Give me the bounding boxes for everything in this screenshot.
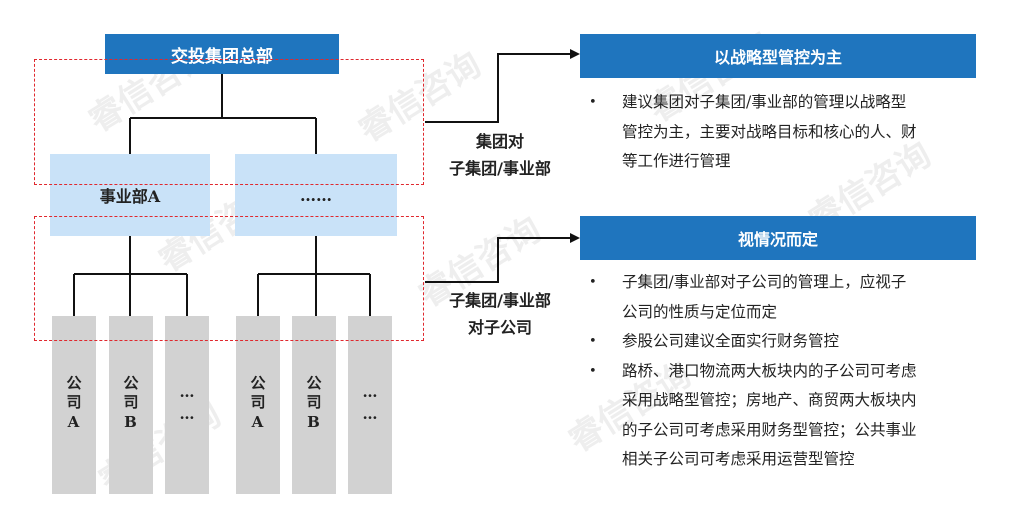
bullet-line: 公司的性质与定位而定 — [622, 302, 778, 321]
bullet-dot-icon: • — [589, 334, 597, 349]
subsidiary-label: 公司B — [121, 375, 140, 435]
division-label: …… — [300, 185, 332, 205]
bullet-item: • 参股公司建议全面实行财务管控 — [586, 327, 986, 357]
panel-title: 视情况而定 — [737, 230, 818, 249]
bullet-line: 的子公司可考虑采用财务型管控；公共事业 — [622, 420, 917, 439]
subsidiary-node: 公司A — [236, 316, 280, 494]
hq-label: 交投集团总部 — [171, 46, 273, 67]
dashed-region-bottom — [34, 216, 424, 341]
bullet-line: 路桥、港口物流两大板块内的子公司可考虑 — [622, 361, 917, 380]
bullet-item: • 建议集团对子集团/事业部的管理以战略型 管控为主，主要对战略目标和核心的人、… — [586, 88, 986, 177]
bullet-line: 相关子公司可考虑采用运营型管控 — [622, 450, 855, 468]
bullet-line: 参股公司建议全面实行财务管控 — [622, 332, 840, 350]
subsidiary-label: 公司A — [248, 375, 267, 435]
hq-node: 交投集团总部 — [105, 34, 339, 74]
edge-label-bottom-line2: 对子公司 — [467, 318, 532, 337]
bullet-list: • 建议集团对子集团/事业部的管理以战略型 管控为主，主要对战略目标和核心的人、… — [586, 88, 986, 177]
subsidiary-node: 公司A — [52, 316, 96, 494]
bullet-dot-icon: • — [589, 275, 597, 290]
bullet-item: • 子集团/事业部对子公司的管理上，应视子 公司的性质与定位而定 — [586, 268, 986, 327]
subsidiary-label: …… — [361, 383, 379, 427]
subsidiary-node: 公司B — [109, 316, 153, 494]
bullet-dot-icon: • — [589, 95, 597, 110]
bullet-line: 采用战略型管控；房地产、商贸两大板块内 — [622, 391, 917, 409]
dashed-region-top — [34, 59, 424, 185]
panel-header-strategic: 以战略型管控为主 — [580, 34, 976, 78]
subsidiary-node: 公司B — [292, 316, 336, 494]
division-node: 事业部A — [50, 154, 210, 236]
subsidiary-label: 公司A — [64, 375, 83, 435]
edge-label-top-line1: 集团对 — [475, 132, 524, 151]
division-label: 事业部A — [99, 187, 161, 206]
panel-body-situational: • 子集团/事业部对子公司的管理上，应视子 公司的性质与定位而定 • 参股公司建… — [586, 268, 986, 475]
bullet-item: • 路桥、港口物流两大板块内的子公司可考虑 采用战略型管控；房地产、商贸两大板块… — [586, 357, 986, 475]
subsidiary-node: …… — [165, 316, 209, 494]
edge-label-bottom-line1: 子集团/事业部 — [449, 291, 551, 310]
panel-header-situational: 视情况而定 — [580, 216, 976, 260]
bullet-line: 等工作进行管理 — [622, 152, 731, 170]
panel-title: 以战略型管控为主 — [713, 48, 842, 67]
subsidiary-label: …… — [178, 383, 196, 427]
division-node: …… — [235, 154, 397, 236]
subsidiary-node: …… — [348, 316, 392, 494]
bullet-line: 子集团/事业部对子公司的管理上，应视子 — [622, 273, 907, 291]
edge-label-top: 集团对 子集团/事业部 — [430, 128, 570, 182]
subsidiary-label: 公司B — [304, 375, 323, 435]
bullet-line: 建议集团对子集团/事业部的管理以战略型 — [622, 93, 907, 111]
bullet-line: 管控为主，主要对战略目标和核心的人、财 — [622, 122, 917, 141]
bullet-dot-icon: • — [589, 363, 597, 379]
edge-label-bottom: 子集团/事业部 对子公司 — [430, 287, 570, 341]
panel-body-strategic: • 建议集团对子集团/事业部的管理以战略型 管控为主，主要对战略目标和核心的人、… — [586, 88, 986, 177]
edge-label-top-line2: 子集团/事业部 — [449, 159, 551, 178]
bullet-list: • 子集团/事业部对子公司的管理上，应视子 公司的性质与定位而定 • 参股公司建… — [586, 268, 986, 475]
